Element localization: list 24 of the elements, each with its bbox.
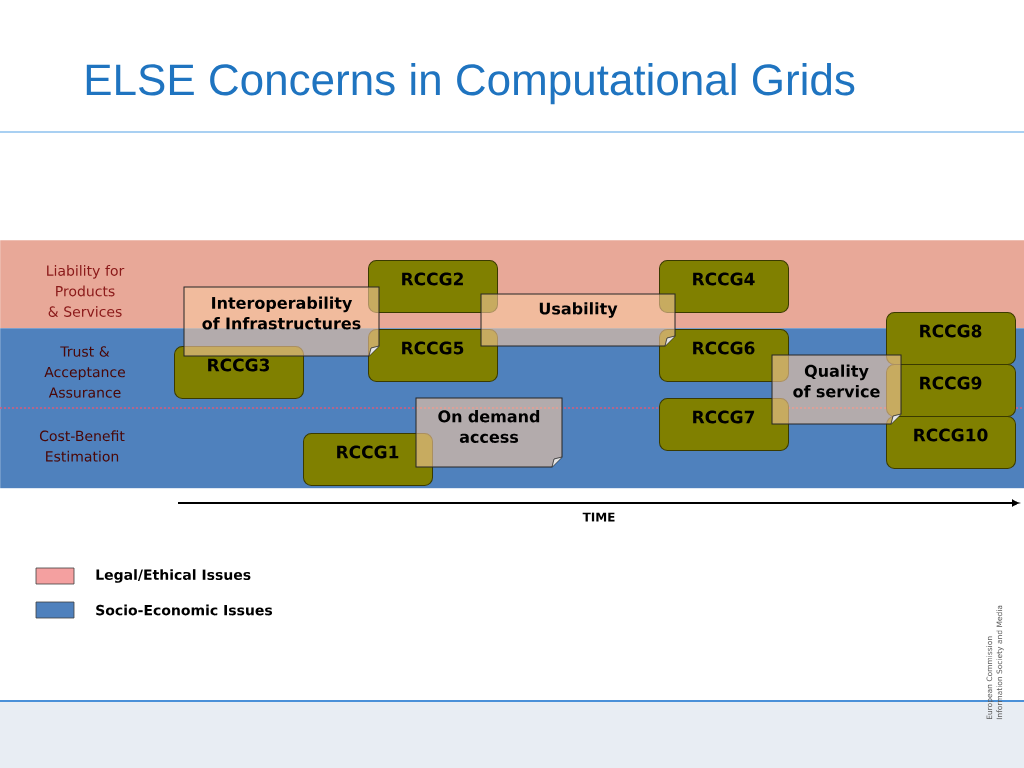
node-label: RCCG10: [914, 428, 988, 442]
rounded-box: RCCG7: [659, 398, 789, 451]
row-label: Liability for Products & Services: [47, 265, 125, 317]
axis-label: TIME: [582, 512, 615, 522]
title: ELSE Concerns in Computational Grids: [86, 63, 855, 105]
rounded-box: RCCG3: [174, 346, 304, 399]
rounded-box: RCCG9: [886, 364, 1016, 417]
rounded-box: RCCG2: [368, 260, 498, 313]
rounded-box: RCCG5: [368, 329, 498, 382]
rounded-box: RCCG10: [886, 416, 1016, 469]
row-label: Trust & Acceptance Assurance: [44, 346, 125, 398]
node-label: RCCG9: [920, 376, 982, 390]
rounded-box: RCCG1: [303, 433, 433, 486]
rounded-box: RCCG6: [659, 329, 789, 382]
node-label: RCCG8: [920, 324, 982, 338]
note-box: Quality of service: [771, 354, 902, 425]
rounded-box: RCCG8: [886, 312, 1016, 365]
note-box: On demand access: [415, 397, 563, 468]
note-box: Interoperability of Infrastructures: [183, 286, 380, 357]
row-label: Cost-Benefit Estimation: [39, 430, 125, 462]
legend-label: Socio-Economic Issues: [96, 604, 273, 616]
legend-label: Legal/Ethical Issues: [96, 569, 251, 583]
rounded-box: RCCG4: [659, 260, 789, 313]
note-box: Usability: [480, 293, 676, 347]
